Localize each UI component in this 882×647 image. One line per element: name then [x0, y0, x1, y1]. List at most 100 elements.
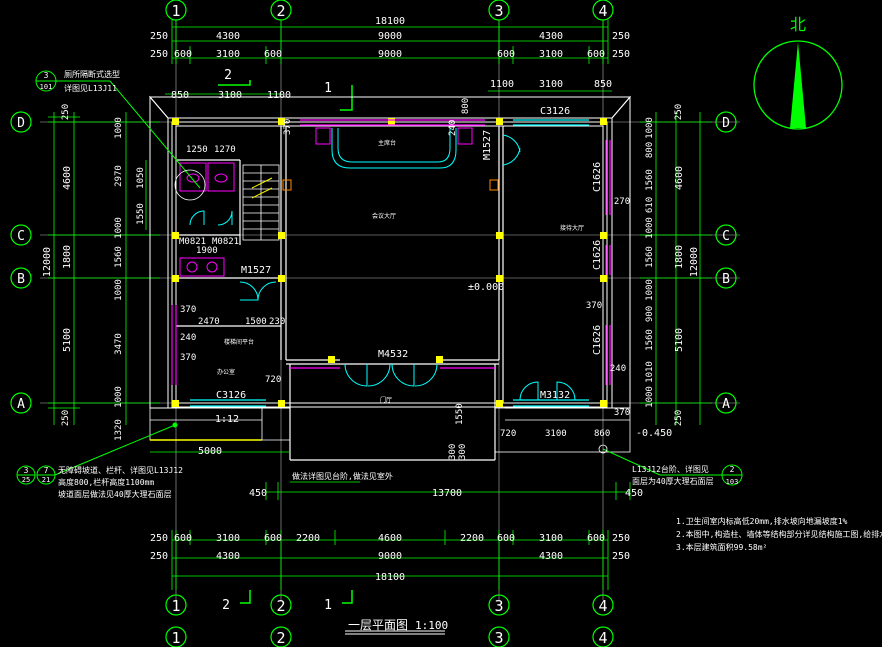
dim-right-inner-8: 1560 — [645, 329, 655, 351]
axis-label-1-bottom2: 1 — [171, 629, 180, 647]
label-misc-2470: 2470 — [198, 317, 220, 327]
dim-bot-r1-8: 3100 — [539, 533, 563, 544]
stage-steps — [315, 127, 473, 145]
dim-right-inner-7: 900 — [645, 306, 655, 322]
label-misc-1550: 1550 — [455, 403, 465, 425]
dim-top-r2-0: 250 — [150, 31, 168, 42]
axis-label-2-bottom2: 2 — [276, 629, 285, 647]
dim-bot-r2-1: 4300 — [216, 551, 240, 562]
callout-bl-text1: 无障碍坡道、栏杆、详图见L13J12 — [58, 465, 183, 475]
callout-bl-text3: 坡道面层做法见40厚大理石面层 — [58, 489, 172, 499]
dim-left-inner-0: 1000 — [114, 117, 124, 139]
axis-label-3-bottom2: 3 — [494, 629, 503, 647]
dim-left-inner-4: 1000 — [114, 279, 124, 301]
room-office: 办公室 — [217, 368, 235, 376]
dim-terrace-end-left: 450 — [249, 488, 267, 499]
toilet-fixtures — [179, 162, 235, 277]
interior-walls — [176, 126, 504, 461]
dim-left-mid-0: 250 — [61, 104, 71, 120]
label-misc-860: 860 — [594, 429, 610, 439]
callout-bl-sheet1: 25 — [22, 476, 30, 484]
callout-bottom-left-bubbles — [16, 422, 178, 485]
axis-label-2-top: 2 — [276, 2, 285, 20]
axis-label-B-left: B — [17, 272, 25, 287]
right-axis-bubbles — [715, 111, 737, 414]
dim-right-misc-0: 270 — [614, 197, 630, 207]
dim-inner-right-0: 1100 — [490, 79, 514, 90]
note-3: 3.本层建筑面积99.58m² — [676, 542, 767, 552]
label-window-c1626-2: C1626 — [592, 240, 603, 270]
doors — [189, 134, 576, 401]
label-elevation-zero: ±0.000 — [468, 282, 504, 293]
room-reception: 接待大厅 — [560, 224, 584, 232]
dim-inner-right-2: 850 — [594, 79, 612, 90]
dim-bot-r1-3: 600 — [264, 533, 282, 544]
windows-magenta — [171, 119, 611, 385]
dim-right-inner-1: 800 — [645, 142, 655, 158]
axis-label-3-top: 3 — [494, 2, 503, 20]
dim-top-r3-1: 600 — [174, 49, 192, 60]
dim-bot-r1-5: 4600 — [378, 533, 402, 544]
dim-top-r2-1: 4300 — [216, 31, 240, 42]
dim-inner-right-1: 3100 — [539, 79, 563, 90]
dim-bot-r2-3: 4300 — [539, 551, 563, 562]
dim-top-overall: 18100 — [375, 16, 405, 27]
label-misc-230: 230 — [269, 317, 285, 327]
bottom-axis-bubbles — [165, 594, 614, 647]
dim-800: 800 — [461, 98, 471, 114]
dim-right-mid-3: 5100 — [674, 328, 685, 352]
axis-label-4-bottom: 4 — [598, 597, 607, 615]
label-door-m4532: M4532 — [378, 349, 408, 360]
dim-left-inner-5: 3470 — [114, 333, 124, 355]
dim-bot-overall: 18100 — [375, 572, 405, 583]
dim-top-r3-8: 250 — [612, 49, 630, 60]
section-mark-2-top: 2 — [224, 68, 232, 83]
dim-top-r3-7: 600 — [587, 49, 605, 60]
dim-bot-r1-10: 250 — [612, 533, 630, 544]
dim-bot-r1-0: 250 — [150, 533, 168, 544]
dim-left-mid-2: 1800 — [62, 245, 73, 269]
label-dim-1270: 1270 — [214, 145, 236, 155]
room-stair-base: 楼梯间平台 — [224, 338, 254, 346]
dim-ramp-width: 5000 — [198, 446, 222, 457]
dim-right-inner-0: 1000 — [645, 117, 655, 139]
label-misc-720b: 720 — [500, 429, 516, 439]
axis-label-4-top: 4 — [598, 2, 607, 20]
callout-tl-ref: 3 — [44, 71, 49, 80]
callout-bl-ref1: 3 — [24, 466, 29, 475]
label-window-c1626-1: C1626 — [592, 162, 603, 192]
dim-top-r2-2: 9000 — [378, 31, 402, 42]
label-dim-1900: 1900 — [196, 246, 218, 256]
dim-bot-r1-9: 600 — [587, 533, 605, 544]
dim-right-mid-2: 1800 — [674, 245, 685, 269]
dim-bot-r1-7: 600 — [497, 533, 515, 544]
label-dim-1250: 1250 — [186, 145, 208, 155]
dim-left-mid-3: 5100 — [62, 328, 73, 352]
label-misc-1500: 1500 — [245, 317, 267, 327]
dim-top-r3-5: 600 — [497, 49, 515, 60]
top-dimension-lines — [165, 26, 612, 95]
terrace-and-ramp — [149, 407, 631, 453]
dim-right-overall: 12000 — [689, 247, 700, 277]
dim-right-inner-5: 1560 — [645, 246, 655, 268]
note-1: 1.卫生间室内标高低20mm,排水坡向地漏坡度1% — [676, 516, 848, 526]
dim-left-inner-2: 1000 — [114, 217, 124, 239]
dim-left-inner-7: 1320 — [114, 419, 124, 441]
drawing-title: 一层平面图 — [348, 618, 408, 632]
label-window-c3126-bottom: C3126 — [216, 390, 246, 401]
axis-label-B-right: B — [722, 272, 730, 287]
callout-br-ref: 2 — [730, 465, 735, 474]
axis-grid-lines — [40, 20, 740, 600]
dim-top-r3-6: 3100 — [539, 49, 563, 60]
label-misc-720a: 720 — [265, 375, 281, 385]
section-cut-marks-top — [218, 80, 353, 111]
callout-tl-text1: 厕所隔断式选型 — [64, 69, 120, 79]
dim-top-r3-0: 250 — [150, 49, 168, 60]
dim-bot-r1-4: 2200 — [296, 533, 320, 544]
left-dimension-lines — [48, 112, 160, 425]
dim-right-inner-10: 1000 — [645, 386, 655, 408]
callout-br-sheet: 103 — [726, 478, 739, 486]
dim-bot-r1-6: 2200 — [460, 533, 484, 544]
label-misc-3100: 3100 — [545, 429, 567, 439]
drawing-scale: 1:100 — [415, 619, 448, 632]
